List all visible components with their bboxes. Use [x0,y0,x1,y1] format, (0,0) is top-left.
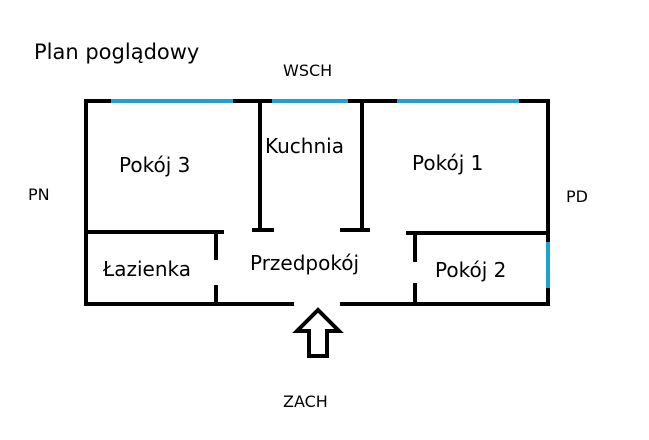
room-label-kitchen: Kuchnia [265,134,344,158]
compass-east-label: WSCH [283,61,332,80]
compass-south-label: PD [566,187,588,206]
plan-title: Plan poglądowy [34,40,199,64]
entrance-arrow-icon [292,307,344,358]
room-label-bathroom: Łazienka [102,257,191,281]
room-label-room2: Pokój 2 [435,258,506,282]
compass-north-label: PN [28,185,50,204]
room-label-room1: Pokój 1 [412,151,483,175]
walls [84,99,550,306]
compass-west-label: ZACH [283,392,328,411]
windows [111,99,550,288]
room-label-room3: Pokój 3 [119,153,190,177]
room-label-hallway: Przedpokój [250,251,359,275]
